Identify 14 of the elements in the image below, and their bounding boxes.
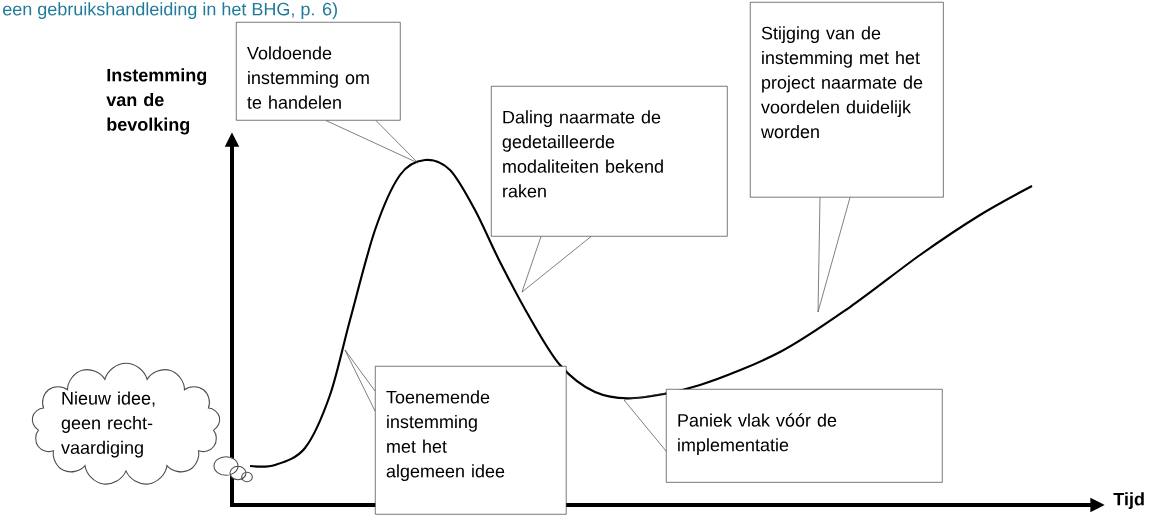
source-note: een gebruikshandleiding in het BHG, p. 6) [3,2,337,20]
text-box: Stijging van de instemming met het project naarmate de voordelen duidelijk worden [750,2,944,198]
text-box: Paniek vlak vóór de implementatie [666,389,943,483]
text-box: Toenemende instemming met het algemeen idee [375,366,567,515]
axis-label: Instemming van de bevolking [106,68,207,135]
text-box: Daling naarmate de gedetailleerde modaliteiten bekend raken [491,86,728,237]
axis-label: Tijd [1113,492,1144,510]
leader-line [344,349,376,412]
thought-cloud: Nieuw idee, geen recht- vaardiging [31,362,221,485]
leader-line [325,120,419,164]
text-box: Voldoende instemming om te handelen [236,22,401,121]
leader-line [817,197,851,313]
leader-line [521,236,592,293]
leader-line [623,392,667,452]
